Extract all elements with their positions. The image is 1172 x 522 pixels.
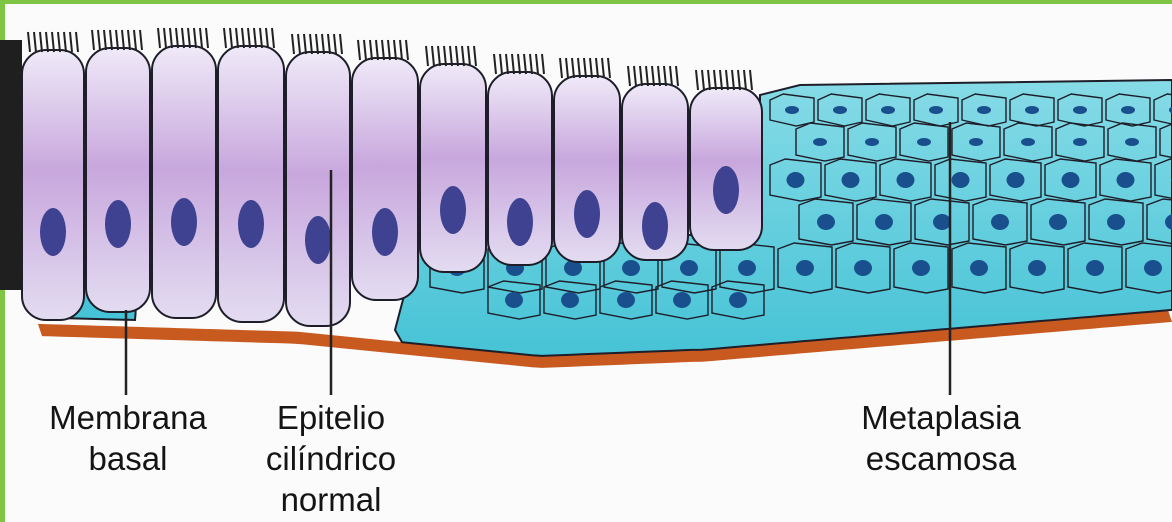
squamous-cell-nucleus <box>969 138 983 146</box>
squamous-cell-nucleus <box>738 260 756 276</box>
squamous-cell-nucleus <box>977 106 991 114</box>
columnar-cell-nucleus <box>642 202 668 250</box>
squamous-cell-nucleus <box>622 260 640 276</box>
squamous-cell-nucleus <box>952 172 970 188</box>
columnar-cell <box>554 58 620 262</box>
columnar-cell-nucleus <box>574 190 600 238</box>
label-metaplasia-escamosa: Metaplasia escamosa <box>826 397 1056 479</box>
squamous-cell-nucleus <box>796 260 814 276</box>
columnar-cell-body <box>286 52 350 326</box>
columnar-cell-nucleus <box>305 216 331 264</box>
columnar-cell-body <box>352 58 418 300</box>
columnar-cell-nucleus <box>171 198 197 246</box>
squamous-cell-nucleus <box>970 260 988 276</box>
squamous-cell-nucleus <box>505 292 523 308</box>
squamous-cell-nucleus <box>1025 106 1039 114</box>
columnar-cell <box>420 46 486 272</box>
columnar-cell-nucleus <box>507 198 533 246</box>
squamous-cell-nucleus <box>1107 214 1125 230</box>
squamous-cell-nucleus <box>680 260 698 276</box>
squamous-cell-nucleus <box>881 106 895 114</box>
columnar-cell <box>690 70 762 250</box>
squamous-cell-nucleus <box>912 260 930 276</box>
squamous-cell-nucleus <box>875 214 893 230</box>
squamous-cell-nucleus <box>897 172 915 188</box>
squamous-cell-nucleus <box>617 292 635 308</box>
squamous-cell-nucleus <box>1028 260 1046 276</box>
squamous-cell-nucleus <box>561 292 579 308</box>
squamous-cell-nucleus <box>673 292 691 308</box>
columnar-cell-body <box>218 46 284 322</box>
squamous-cell-nucleus <box>817 214 835 230</box>
squamous-cell-nucleus <box>1144 260 1162 276</box>
squamous-cell-nucleus <box>1021 138 1035 146</box>
columnar-cell <box>22 32 84 320</box>
squamous-cell-nucleus <box>1073 138 1087 146</box>
squamous-cell-nucleus <box>933 214 951 230</box>
squamous-cell-nucleus <box>1125 138 1139 146</box>
squamous-cell-nucleus <box>929 106 943 114</box>
squamous-cell-nucleus <box>1062 172 1080 188</box>
columnar-cell-nucleus <box>713 166 739 214</box>
squamous-cell-nucleus <box>729 292 747 308</box>
squamous-cell-nucleus <box>865 138 879 146</box>
squamous-cell-nucleus <box>842 172 860 188</box>
columnar-cell <box>218 28 284 322</box>
squamous-cell-nucleus <box>785 106 799 114</box>
squamous-cell-nucleus <box>1049 214 1067 230</box>
squamous-cell-nucleus <box>813 138 827 146</box>
columnar-cell-body <box>420 64 486 272</box>
columnar-cell <box>488 54 552 265</box>
columnar-cell <box>352 40 418 300</box>
squamous-cell-nucleus <box>1121 106 1135 114</box>
columnar-cell <box>86 30 150 312</box>
columnar-cell-body <box>22 50 84 320</box>
label-epitelio-cilindrico-normal: Epitelio cilíndrico normal <box>236 397 426 520</box>
squamous-cell-nucleus <box>833 106 847 114</box>
squamous-cell-nucleus <box>787 172 805 188</box>
squamous-cell-nucleus <box>1117 172 1135 188</box>
columnar-cell <box>286 34 350 326</box>
columnar-cell-body <box>152 46 216 318</box>
columnar-cell-nucleus <box>105 200 131 248</box>
squamous-cell-nucleus <box>991 214 1009 230</box>
label-membrana-basal: Membrana basal <box>22 397 234 479</box>
columnar-cell <box>622 66 688 260</box>
squamous-cell-nucleus <box>1007 172 1025 188</box>
squamous-cell-nucleus <box>854 260 872 276</box>
columnar-cell <box>152 28 216 318</box>
squamous-cell-nucleus <box>917 138 931 146</box>
columnar-cell-nucleus <box>238 200 264 248</box>
dark-side-band <box>0 40 22 290</box>
columnar-cell-nucleus <box>40 208 66 256</box>
frame-top <box>0 0 1172 4</box>
squamous-cell-nucleus <box>1086 260 1104 276</box>
columnar-cell-body <box>86 48 150 312</box>
squamous-cell-nucleus <box>1073 106 1087 114</box>
columnar-cell-nucleus <box>440 186 466 234</box>
columnar-cell-nucleus <box>372 208 398 256</box>
